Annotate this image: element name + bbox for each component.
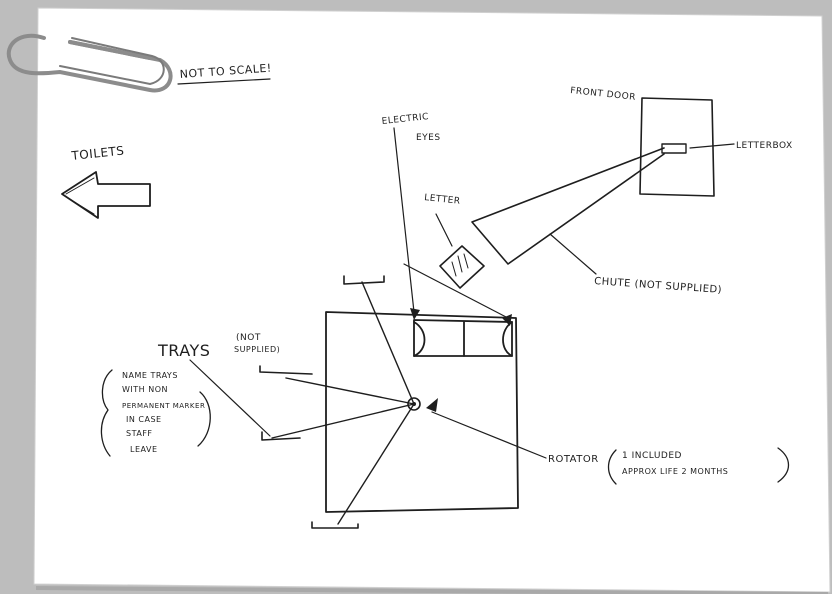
name-trays-line-1: NAME TRAYS	[122, 371, 178, 380]
chute	[471, 147, 665, 265]
paper-sheet	[33, 7, 831, 593]
letter-envelope	[439, 245, 485, 289]
name-trays-line-6: LEAVE	[130, 445, 158, 454]
rotator-hub	[407, 397, 421, 411]
electric-eyes-label-1: ELECTRIC	[381, 112, 429, 127]
trays	[259, 275, 385, 529]
electric-eyes-label-2: EYES	[416, 133, 441, 143]
toilets-label: TOILETS	[70, 144, 125, 164]
rotator-label: ROTATOR	[548, 454, 599, 465]
name-trays-line-2: WITH NON	[122, 385, 168, 394]
rotator-note-2: APPROX LIFE 2 MONTHS	[622, 467, 728, 476]
eye-marker-left	[410, 308, 420, 320]
name-trays-line-5: STAFF	[126, 429, 153, 438]
eye-marker-right	[502, 314, 512, 326]
name-trays-line-3: PERMANENT MARKER	[122, 402, 205, 410]
rotator-note-1: 1 INCLUDED	[622, 451, 682, 461]
paperclip-icon	[6, 33, 173, 93]
name-trays-note: NAME TRAYS WITH NON PERMANENT MARKER IN …	[100, 369, 211, 457]
letterbox-label: LETTERBOX	[736, 141, 793, 151]
name-trays-line-4: IN CASE	[126, 415, 162, 424]
front-door	[639, 97, 715, 197]
trays-note-1: (NOT	[236, 333, 261, 343]
trays-note-2: SUPPLIED)	[234, 345, 280, 354]
not-to-scale-label: NOT TO SCALE!	[179, 62, 272, 81]
letter-label: LETTER	[424, 193, 461, 207]
trays-label: TRAYS	[157, 341, 210, 360]
rotator-arms	[271, 281, 415, 525]
rotator-arrowhead	[426, 398, 438, 412]
mailbox-frame	[325, 311, 519, 513]
arrow-left-icon	[61, 171, 151, 219]
